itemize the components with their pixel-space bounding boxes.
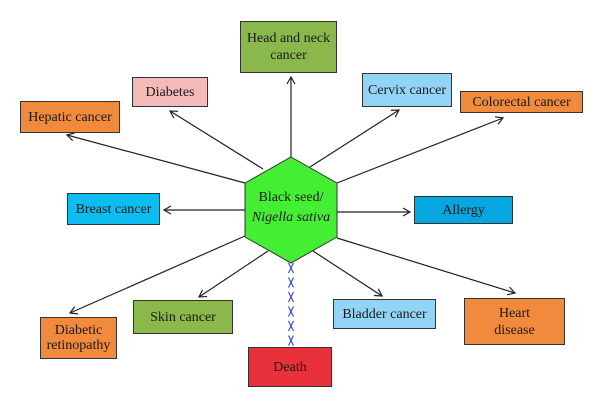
arrow-hepatic (65, 132, 246, 184)
node-label: Colorectal cancer (472, 94, 571, 110)
blocked-link-death (288, 262, 294, 346)
node-label: Cervix cancer (367, 82, 447, 98)
x-mark (288, 306, 294, 317)
node-label: Diabetes (145, 84, 195, 100)
node-label: Diabetic retinopathy (46, 323, 111, 353)
node-head-neck: Head and neck cancer (240, 21, 337, 73)
node-label: Hepatic cancer (28, 109, 112, 125)
node-skin: Skin cancer (133, 300, 233, 334)
node-label: Heart disease (494, 305, 535, 338)
node-bladder: Bladder cancer (333, 299, 436, 329)
node-cervix: Cervix cancer (362, 73, 452, 107)
x-mark (288, 320, 294, 332)
node-label: Death (273, 359, 307, 375)
arrow-cervix (309, 109, 401, 168)
node-label: Head and neck cancer (246, 31, 331, 63)
node-diabetes: Diabetes (132, 77, 208, 107)
node-diabetic-retinopathy: Diabetic retinopathy (40, 317, 117, 359)
node-label: Skin cancer (150, 309, 216, 325)
center-hexagon (244, 156, 338, 264)
node-label: Bladder cancer (342, 306, 427, 322)
center-label-line2: Nigella sativa (251, 210, 331, 225)
node-label: Allergy (442, 202, 485, 218)
arrow-diabetes (168, 110, 264, 170)
center-label: Black seed/ Nigella sativa (245, 188, 337, 228)
node-breast: Breast cancer (67, 193, 160, 225)
arrow-diabetic-retinopathy (68, 235, 246, 315)
node-allergy: Allergy (414, 196, 513, 224)
arrow-heart (336, 237, 517, 296)
node-colorectal: Colorectal cancer (460, 91, 583, 113)
x-mark (288, 277, 294, 288)
arrow-bladder (312, 250, 384, 297)
node-label: Breast cancer (75, 201, 152, 217)
arrow-skin (197, 250, 269, 298)
node-hepatic: Hepatic cancer (20, 101, 120, 133)
node-death: Death (248, 347, 332, 387)
x-mark (288, 335, 294, 346)
arrow-colorectal (336, 116, 505, 184)
node-heart: Heart disease (464, 298, 565, 345)
x-mark (288, 262, 294, 274)
x-mark (288, 291, 294, 303)
center-label-line1: Black seed/ (258, 190, 324, 205)
